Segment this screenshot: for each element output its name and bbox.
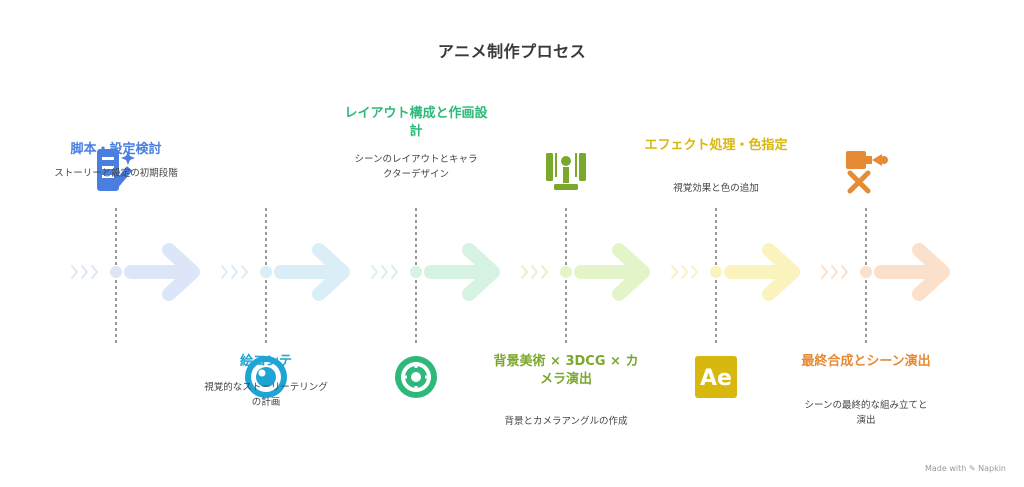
- step-1-label: 脚本・設定検討: [70, 142, 162, 157]
- step-4-description: 背景とカメラアングルの作成: [504, 416, 628, 427]
- step-6-label: 最終合成とシーン演出: [801, 354, 931, 369]
- edit-document-icon: [97, 149, 135, 191]
- step-2-description: 視覚的なストーリーテリングの計画: [204, 382, 328, 408]
- step-5-description: 視覚効果と色の追加: [673, 183, 759, 194]
- step-3-node: [410, 266, 422, 278]
- napkin-watermark: Made with ✎ Napkin: [925, 464, 1006, 473]
- step-3-description: シーンのレイアウトとキャラクターデザイン: [354, 154, 478, 180]
- step-4-arrow: [574, 243, 650, 301]
- step-3-label: レイアウト構成と作画設計: [344, 106, 488, 139]
- eye-icon: [245, 356, 287, 398]
- step-2-chevrons: [221, 265, 248, 279]
- svg-text:Ae: Ae: [700, 366, 732, 391]
- step-6-node: [860, 266, 872, 278]
- step-1-description: ストーリーと設定の初期段階: [54, 168, 178, 179]
- step-3-arrow: [424, 243, 500, 301]
- step-4-node: [560, 266, 572, 278]
- step-1-node: [110, 266, 122, 278]
- step-6-description: シーンの最終的な組み立てと演出: [804, 400, 928, 426]
- camera-rig-icon: [546, 153, 586, 190]
- diagram-title: アニメ制作プロセス: [437, 42, 587, 61]
- step-3-chevrons: [371, 265, 398, 279]
- step-2-label: 絵コンテ: [239, 354, 292, 369]
- target-icon: [395, 356, 437, 398]
- step-4-chevrons: [521, 265, 548, 279]
- step-5-chevrons: [671, 265, 698, 279]
- step-6-chevrons: [821, 265, 848, 279]
- step-1-chevrons: [71, 265, 98, 279]
- step-2-node: [260, 266, 272, 278]
- step-5-arrow: [724, 243, 800, 301]
- after-effects-icon: Ae: [695, 356, 737, 398]
- step-1-arrow: [124, 243, 200, 301]
- video-camera-icon: [846, 151, 888, 194]
- step-4-label: 背景美術 × 3DCG × カメラ演出: [493, 354, 639, 387]
- step-6-arrow: [874, 243, 950, 301]
- step-2-arrow: [274, 243, 350, 301]
- step-5-node: [710, 266, 722, 278]
- step-5-label: エフェクト処理・色指定: [644, 138, 788, 153]
